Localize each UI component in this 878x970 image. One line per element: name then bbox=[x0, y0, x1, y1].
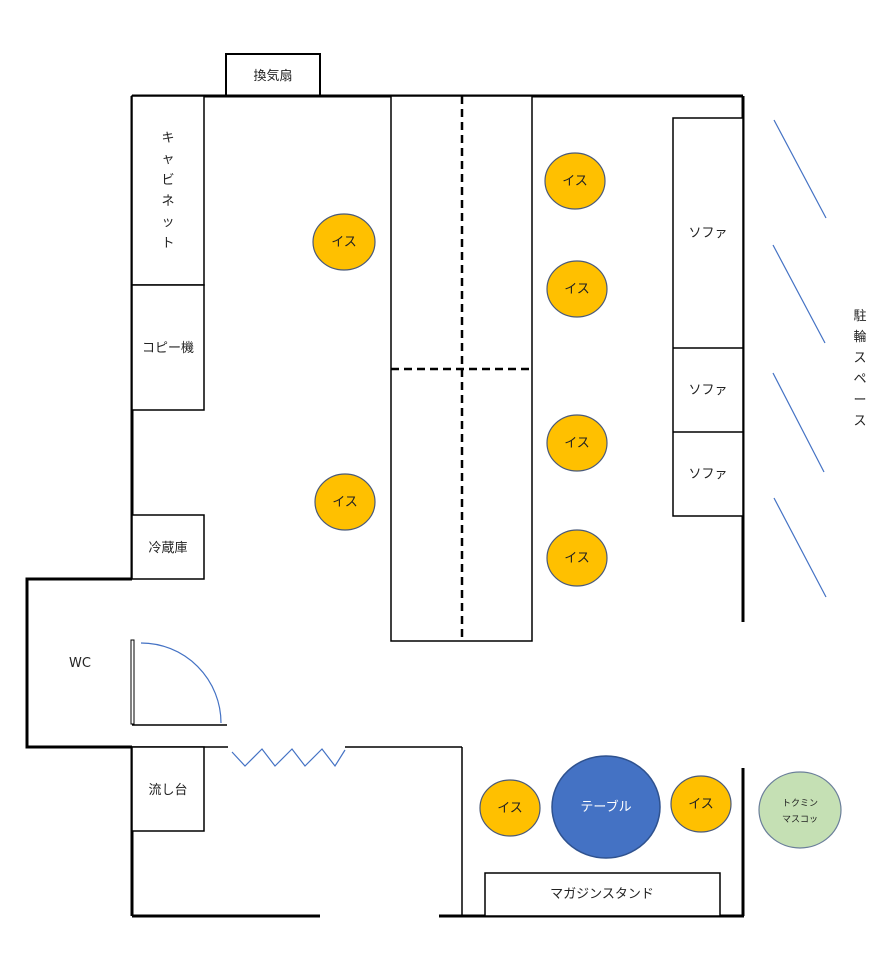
bike-parking-char: ス bbox=[853, 414, 866, 429]
bike-parking-char: ス bbox=[853, 351, 866, 366]
bicycle-parking-stripes bbox=[772, 119, 827, 598]
ventilation-fan: 換気扇 bbox=[225, 53, 321, 97]
bike-parking-char: ー bbox=[853, 393, 866, 408]
chair-label: イス bbox=[564, 436, 590, 451]
copier-label: コピー機 bbox=[142, 341, 194, 356]
round-table: テーブル bbox=[551, 755, 661, 859]
folding-door-icon bbox=[231, 748, 346, 768]
copier: コピー機 bbox=[131, 284, 205, 411]
cabinet-char: ッ bbox=[161, 215, 174, 230]
bicycle-parking-label: 駐 輪 ス ペ ー ス bbox=[853, 309, 866, 429]
chair-label: イス bbox=[497, 801, 523, 816]
chair-label: イス bbox=[564, 282, 590, 297]
cabinet-char: ビ bbox=[161, 173, 174, 188]
chair-label: イス bbox=[688, 797, 714, 812]
cabinet-char: キ bbox=[161, 131, 174, 146]
wc-room: WC bbox=[25, 577, 227, 749]
cabinet-char: ト bbox=[161, 236, 174, 251]
refrigerator: 冷蔵庫 bbox=[131, 514, 205, 580]
cabinet-char: ャ bbox=[161, 152, 174, 167]
magazine-stand: マガジンスタンド bbox=[484, 872, 721, 917]
cabinet-char: ネ bbox=[161, 194, 174, 209]
bike-parking-char: ペ bbox=[853, 372, 866, 387]
chair-label: イス bbox=[332, 495, 358, 510]
chair: イス bbox=[312, 213, 376, 271]
wc-label: WC bbox=[69, 656, 91, 671]
table-label: テーブル bbox=[580, 799, 631, 815]
magazine-stand-label: マガジンスタンド bbox=[550, 887, 654, 902]
sink-label: 流し台 bbox=[148, 783, 187, 798]
chair: イス bbox=[544, 152, 606, 210]
chair-label: イス bbox=[562, 174, 588, 189]
sofa-label: ソファ bbox=[688, 226, 727, 241]
bike-parking-char: 輪 bbox=[853, 329, 866, 345]
central-desk-block bbox=[390, 95, 533, 642]
chair: イス bbox=[546, 529, 608, 587]
mascot: トクミン マスコッ bbox=[758, 771, 842, 849]
chair: イス bbox=[670, 775, 732, 833]
sink: 流し台 bbox=[131, 746, 205, 832]
sofa-label: ソファ bbox=[688, 467, 727, 482]
chair-label: イス bbox=[331, 235, 357, 250]
door-swing-arc bbox=[140, 642, 222, 724]
fridge-label: 冷蔵庫 bbox=[148, 541, 187, 556]
chair: イス bbox=[546, 414, 608, 472]
chair: イス bbox=[546, 260, 608, 318]
sofa-label: ソファ bbox=[688, 383, 727, 398]
chair: イス bbox=[479, 779, 541, 837]
sofa-area: ソファ ソファ ソファ bbox=[672, 117, 744, 517]
chair-label: イス bbox=[564, 551, 590, 566]
chair: イス bbox=[314, 473, 376, 531]
mascot-label-line2: マスコッ bbox=[782, 815, 818, 825]
fan-label: 換気扇 bbox=[253, 68, 292, 84]
bike-parking-char: 駐 bbox=[853, 309, 866, 324]
cabinet: キ ャ ビ ネ ッ ト bbox=[131, 95, 205, 286]
mascot-label-line1: トクミン bbox=[782, 798, 818, 809]
